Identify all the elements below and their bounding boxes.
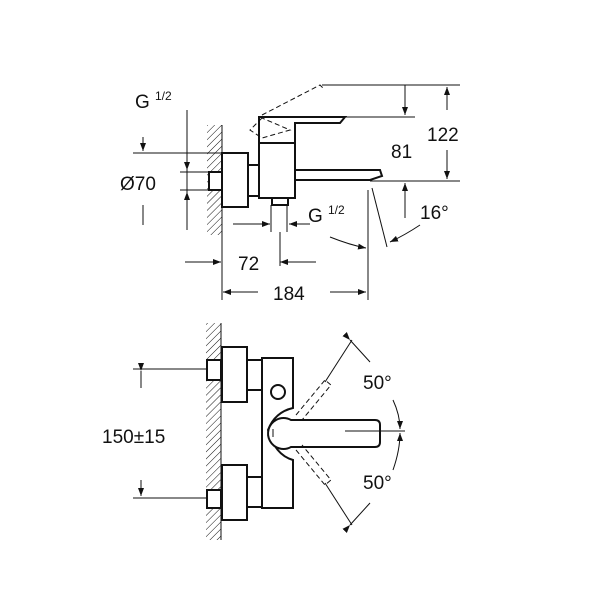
- lever-rotated-down: [295, 444, 332, 486]
- diameter-label: Ø70: [120, 174, 156, 195]
- spout-angle: 16°: [420, 203, 449, 224]
- extension-line: [324, 339, 353, 383]
- escutcheon-top: [221, 346, 248, 403]
- dim-184: 184: [273, 284, 305, 305]
- angle-arrow: [389, 224, 421, 243]
- angle-arrow: [329, 236, 367, 250]
- escutcheon-bottom: [221, 464, 248, 521]
- spout: [294, 169, 384, 181]
- diverter-knob: [270, 384, 286, 400]
- side-view: G 1/2 Ø70 G 1/2 72 184 81 122 16°: [120, 84, 460, 305]
- connector-bottom: [246, 476, 263, 508]
- outlet-thread-label: G: [308, 206, 323, 227]
- dimension-arrow: [342, 502, 371, 533]
- lever-rotated-up: [295, 379, 332, 421]
- dim-81: 81: [391, 142, 412, 163]
- inlet-nut: [208, 171, 223, 191]
- mixer-body: [258, 142, 296, 199]
- lever-raised-outline: [249, 117, 292, 139]
- lever-handle: [258, 116, 348, 144]
- outlet-thread-fraction: 1/2: [328, 203, 345, 217]
- outlet: [271, 197, 289, 206]
- spout-angle-line: [371, 187, 388, 248]
- inlet-nut-bottom: [206, 489, 222, 509]
- inlet-thread-fraction: 1/2: [155, 89, 172, 103]
- lever-raised-outline: [261, 84, 324, 116]
- extension-line: [324, 482, 353, 526]
- angle-arrow: [392, 399, 403, 430]
- dim-122: 122: [427, 125, 459, 146]
- handle-angle-up: 50°: [363, 373, 392, 394]
- lever-handle-front: [267, 417, 381, 450]
- connector-top: [246, 359, 263, 391]
- dim-72: 72: [238, 254, 259, 275]
- handle-angle-down: 50°: [363, 473, 392, 494]
- inlet-thread-label: G: [135, 92, 150, 113]
- inlet-nut-top: [206, 359, 222, 381]
- angle-arrow: [392, 432, 403, 471]
- escutcheon: [221, 152, 249, 208]
- center-distance: 150±15: [102, 427, 165, 448]
- dimension-arrow: [342, 332, 371, 363]
- front-view: 150±15 50° 50°: [102, 323, 405, 540]
